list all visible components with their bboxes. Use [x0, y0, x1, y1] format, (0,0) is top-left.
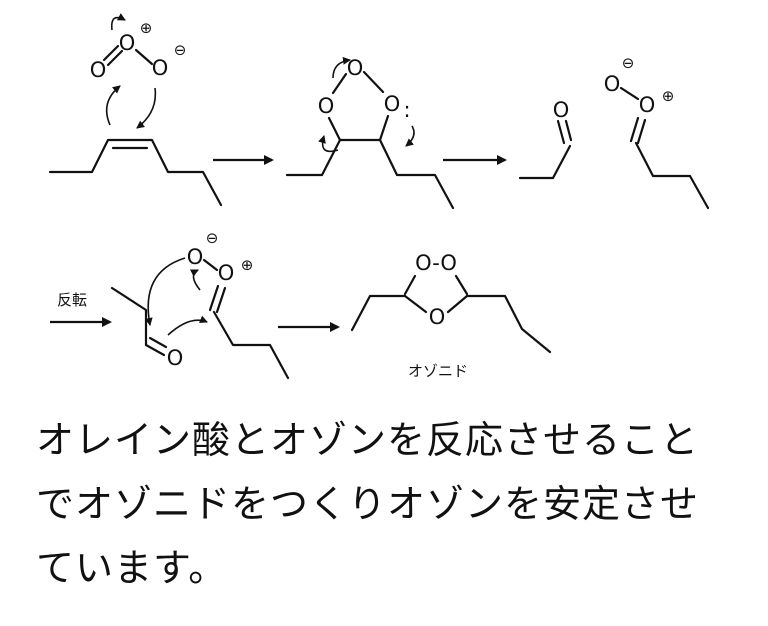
caption-line: オレイン酸とオゾンを反応させること — [36, 418, 700, 462]
flipped-aldehyde-co-bond-a — [144, 343, 166, 357]
flipped-carbonyl-oxide-plus: ⊕ — [241, 256, 254, 274]
curly-arrow-ozone-to-alkene — [136, 87, 157, 129]
molozonide-o-right: O — [384, 92, 401, 116]
molozonide-o-left: O — [318, 94, 335, 118]
carbonyl-oxide-fragment: O O ⊖ ⊕ — [604, 54, 710, 210]
ozone-o-right: O — [152, 56, 169, 80]
caption-line: ています。 — [36, 546, 228, 590]
ozone-o-center: O — [119, 31, 136, 55]
explanation-caption: オレイン酸とオゾンを反応させること でオゾニドをつくりオゾンを安定させ ています… — [36, 408, 756, 600]
ozone-molecule: O O O ⊕ ⊖ — [90, 19, 187, 82]
caption-line: でオゾニドをつくりオゾンを安定させ — [36, 482, 700, 526]
molozonide-bond-or-c — [378, 114, 390, 142]
ozone-plus-charge: ⊕ — [140, 19, 153, 37]
molozonide-lone-pair: : — [403, 98, 410, 122]
flipped-aldehyde-o: O — [167, 346, 184, 370]
aldehyde-co-bond-a — [556, 119, 566, 145]
curly-arrow-ozone-top — [110, 13, 126, 31]
ozone-minus-charge: ⊖ — [174, 41, 187, 59]
flipped-carbonyl-oxide: O O ⊖ ⊕ — [187, 229, 290, 380]
aldehyde-co-bond-b — [564, 119, 573, 142]
ozonide-bond-o1-c1 — [403, 274, 417, 296]
carbonyl-oxide-oo-bond — [619, 86, 640, 101]
curly-arrow-molozonide-left — [318, 135, 339, 153]
curly-arrow-oxygen-to-carbon — [167, 315, 208, 336]
ozonide-label: オゾニド — [408, 362, 468, 380]
aldehyde-skeleton — [518, 144, 572, 180]
carbonyl-oxide-co-bond-a — [629, 116, 640, 143]
molozonide-bond-ol-otop — [331, 72, 348, 95]
ozonide-right-chain — [465, 294, 552, 354]
curly-arrow-inner-bond — [189, 269, 201, 291]
ozone-single-bond — [134, 48, 154, 66]
aldehyde-o: O — [553, 98, 570, 122]
curly-arrow-molozonide-right — [405, 125, 415, 147]
flipped-aldehyde-co-bond-b — [148, 336, 168, 349]
flipped-carbonyl-oxide-o-inner: O — [218, 261, 235, 285]
flipped-aldehyde-skeleton — [110, 286, 148, 347]
alkene-skeleton — [48, 138, 223, 207]
carbonyl-oxide-plus: ⊕ — [662, 87, 675, 105]
carbonyl-oxide-o-terminal: O — [604, 72, 621, 96]
flipped-carbonyl-oxide-minus: ⊖ — [206, 229, 219, 247]
ozonide-bond-c1-o3 — [403, 294, 428, 314]
ozonide-ether-o: O — [429, 305, 446, 329]
flipped-carbonyl-oxide-o-terminal: O — [187, 245, 204, 269]
carbonyl-oxide-o-inner: O — [639, 93, 656, 117]
flipped-carbonyl-oxide-co-bond-b — [215, 286, 227, 314]
ozonide-product: O-O O — [350, 251, 552, 354]
ozone-double-bond-b — [106, 49, 124, 67]
aldehyde-fragment: O — [518, 98, 573, 180]
ozone-o-left: O — [90, 58, 107, 82]
flipped-carbonyl-oxide-oo-bond — [202, 258, 219, 272]
flipped-carbonyl-oxide-skeleton — [212, 310, 290, 380]
ozonide-bond-o2-c2 — [454, 274, 469, 296]
curly-arrow-oxide-to-carbon — [144, 257, 186, 326]
molozonide-bond-otop-or — [362, 70, 385, 94]
alkene-chain — [48, 138, 223, 207]
flipped-carbonyl-oxide-co-bond-a — [208, 284, 220, 312]
carbonyl-oxide-minus: ⊖ — [622, 54, 635, 72]
carbonyl-oxide-skeleton — [634, 141, 710, 210]
ozonide-peroxide-oo: O-O — [415, 251, 457, 275]
curly-arrow-alkene-to-ozone — [105, 85, 121, 126]
carbonyl-oxide-co-bond-b — [636, 118, 647, 145]
flip-label: 反転 — [57, 291, 87, 309]
molozonide-bond-ol-c — [327, 116, 342, 142]
flipped-aldehyde: O — [110, 286, 184, 370]
ozonolysis-mechanism-scheme: O O O ⊕ ⊖ O O O : O O O ⊖ — [48, 13, 710, 380]
molozonide-skeleton — [285, 138, 455, 210]
ozonide-left-chain — [350, 294, 407, 332]
ozone-double-bond-a — [102, 44, 120, 62]
molozonide: O O O : — [285, 56, 455, 210]
curly-arrow-molozonide-top — [332, 56, 351, 79]
ozonide-bond-c2-o3 — [446, 294, 469, 314]
